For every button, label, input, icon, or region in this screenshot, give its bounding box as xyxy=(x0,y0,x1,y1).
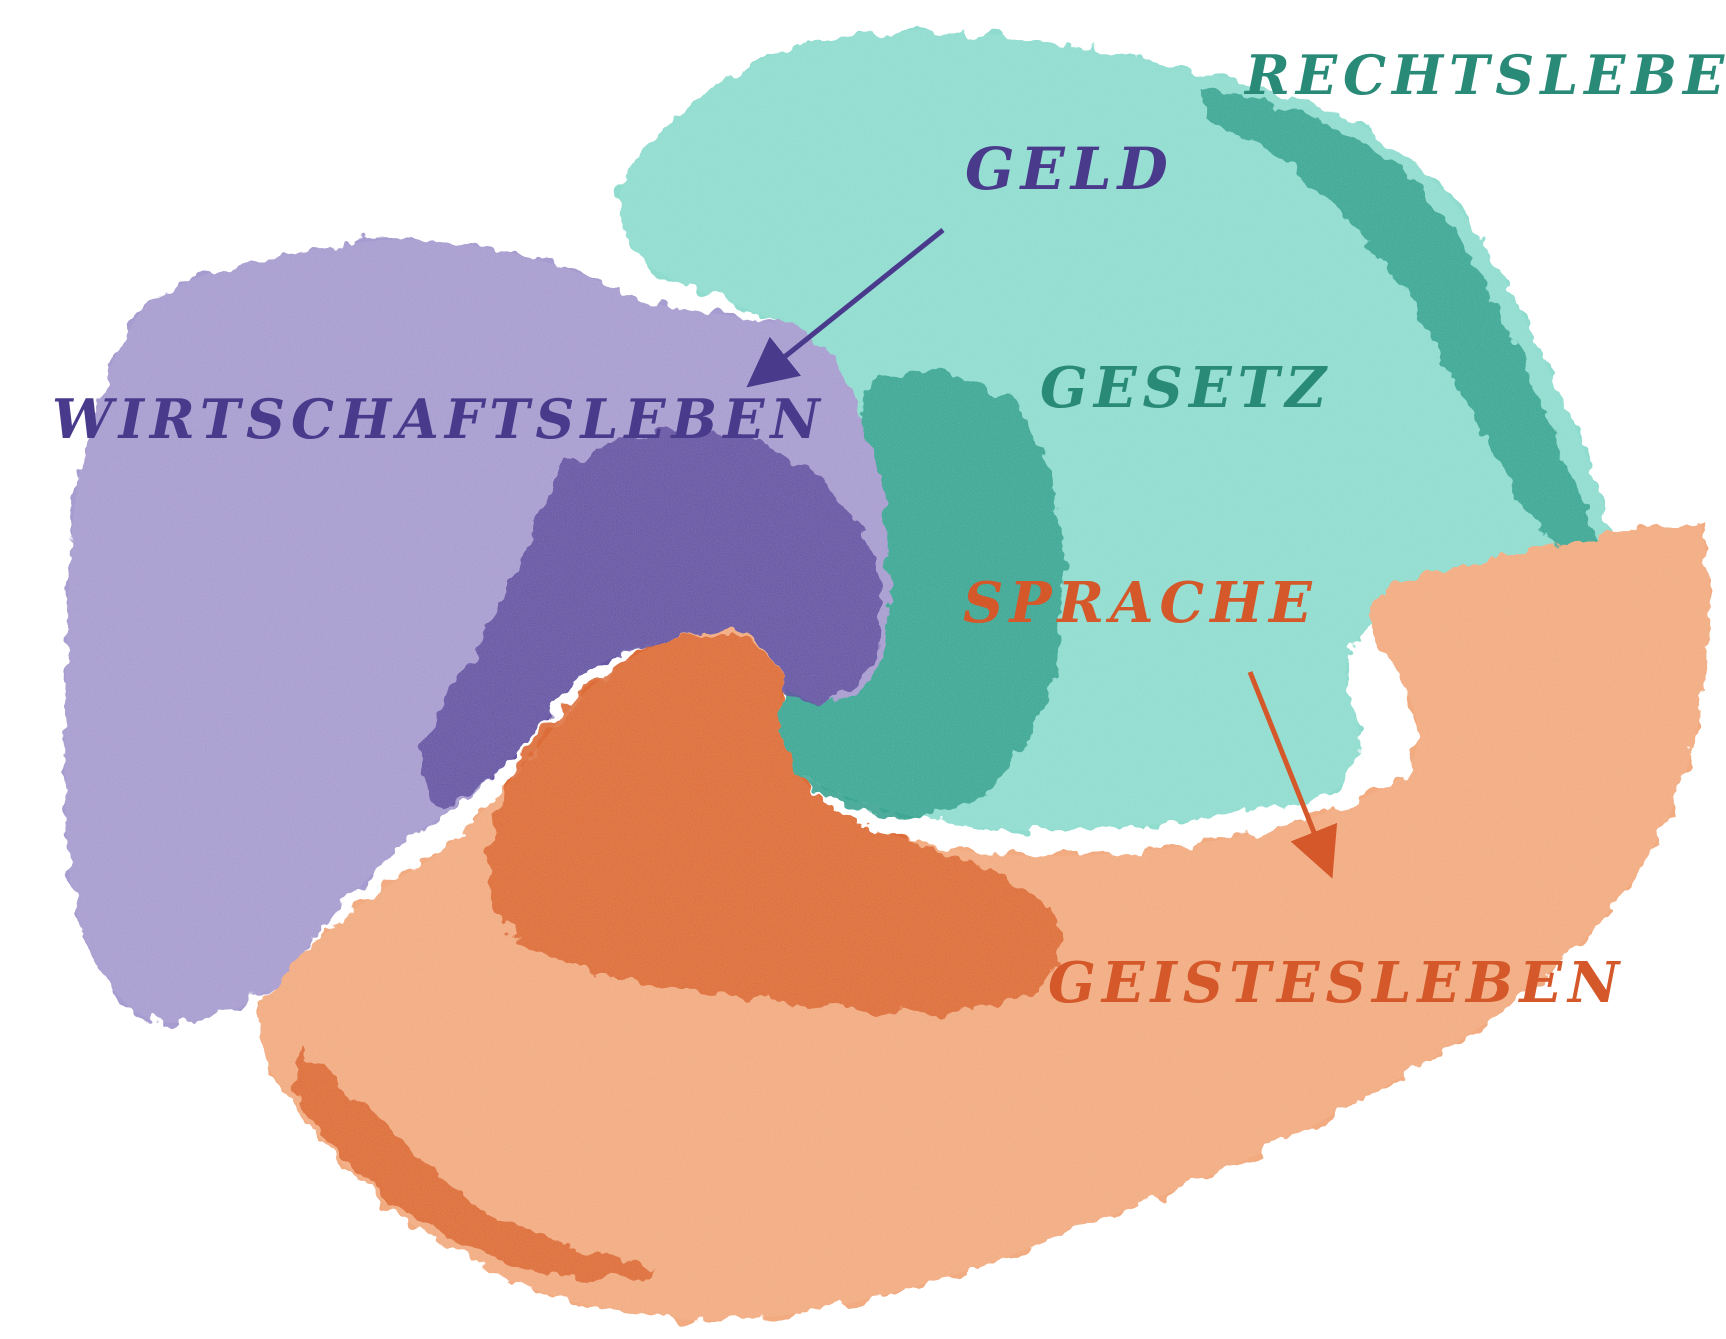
gesetz-label: GESETZ xyxy=(1040,360,1332,416)
chalk-texture-overlay xyxy=(64,29,1710,1320)
geld-label: GELD xyxy=(965,140,1174,198)
sprache-label: SPRACHE xyxy=(963,575,1318,631)
geistesleben-label: GEISTESLEBEN xyxy=(1048,955,1625,1011)
wirtschaftsleben-label: WIRTSCHAFTSLEBEN xyxy=(52,392,826,446)
rechtsleben-label: RECHTSLEBEN xyxy=(1245,48,1726,102)
